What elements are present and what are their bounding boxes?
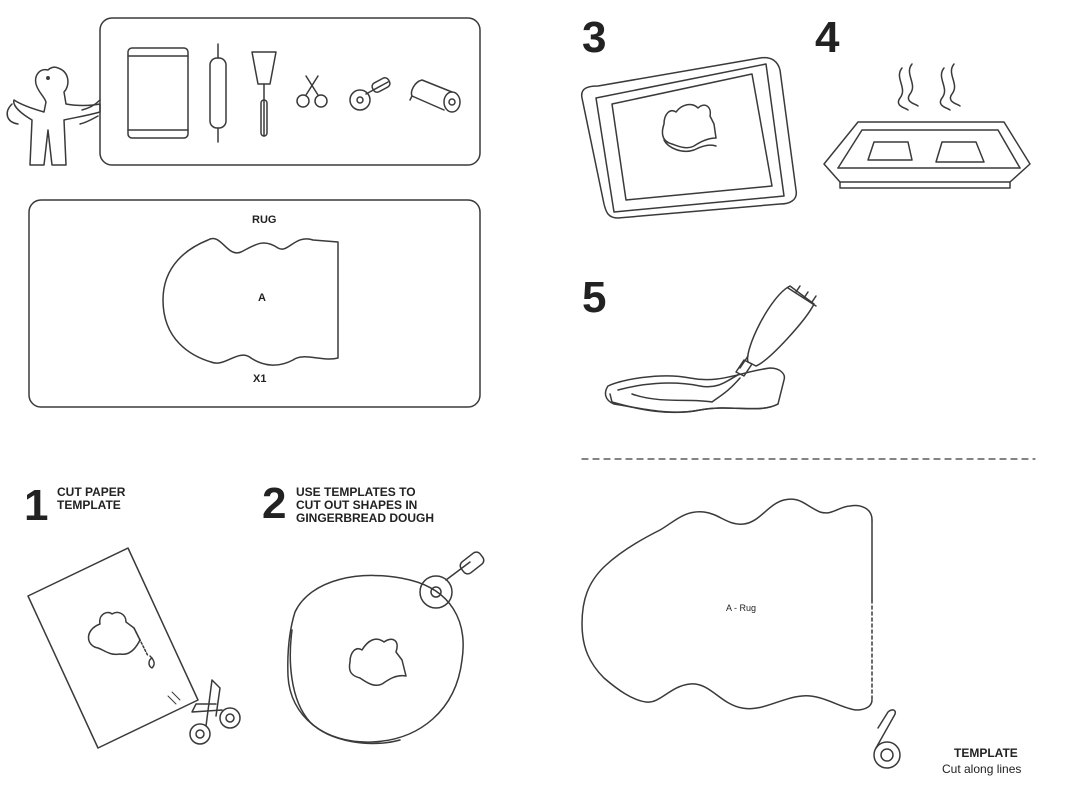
rug-part-shape bbox=[162, 237, 339, 366]
template-title: TEMPLATE bbox=[954, 746, 1018, 760]
scissors-icon bbox=[296, 75, 328, 108]
parchment-roll-icon bbox=[409, 79, 461, 113]
step-4-illustration bbox=[823, 63, 1031, 189]
pastry-cutter-icon bbox=[349, 77, 391, 111]
step-3-illustration bbox=[580, 56, 798, 219]
part-letter: A bbox=[258, 292, 266, 304]
step-2-text: USE TEMPLATES TO CUT OUT SHAPES IN GINGE… bbox=[296, 485, 435, 525]
template-shape-label: A - Rug bbox=[726, 603, 757, 613]
part-quantity: X1 bbox=[253, 373, 267, 385]
step-5-number: 5 bbox=[582, 273, 607, 322]
step-1-illustration bbox=[27, 547, 241, 749]
step-2-illustration bbox=[287, 551, 485, 745]
template-subtitle: Cut along lines bbox=[942, 762, 1022, 776]
rug-template-shape bbox=[581, 498, 901, 769]
step-4-number: 4 bbox=[815, 13, 840, 62]
tools-panel bbox=[99, 17, 481, 166]
step-3-number: 3 bbox=[582, 13, 607, 62]
baking-tray-icon bbox=[127, 47, 189, 139]
mascot-figure bbox=[6, 66, 101, 166]
step-1-text: CUT PAPER TEMPLATE bbox=[57, 485, 126, 512]
step-1-number: 1 bbox=[24, 481, 49, 530]
rolling-pin-icon bbox=[209, 43, 227, 143]
part-title: RUG bbox=[252, 214, 277, 226]
step-5-illustration bbox=[604, 285, 817, 414]
spatula-icon bbox=[251, 51, 277, 137]
step-2-number: 2 bbox=[262, 479, 287, 528]
parts-panel bbox=[28, 199, 481, 408]
